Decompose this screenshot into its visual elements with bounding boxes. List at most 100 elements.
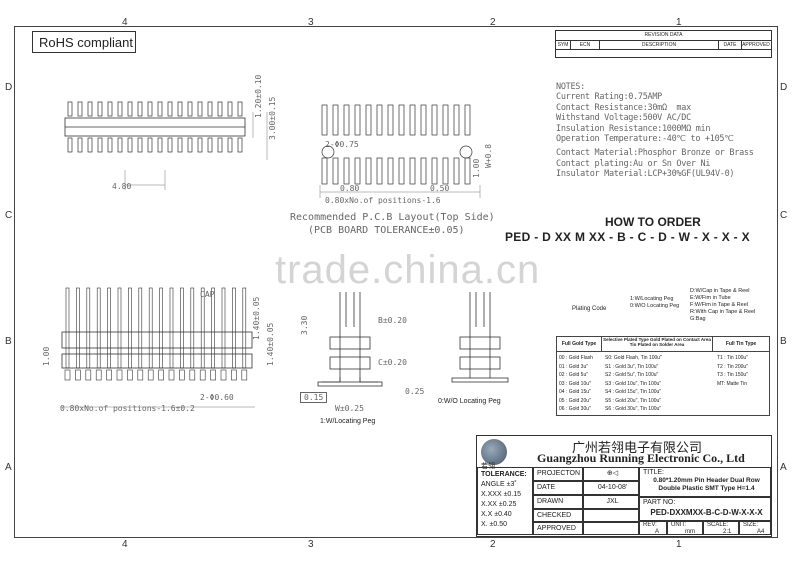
scale-value: 2:1 — [723, 529, 732, 535]
dim-0-25: 0.25 — [405, 387, 425, 396]
pcb-pad — [420, 104, 427, 136]
front-pin — [107, 287, 111, 369]
front-pin-foot — [95, 369, 102, 381]
top-pin — [207, 137, 213, 153]
selective-item: S0: Gold Flash, Tin 100u" — [605, 355, 662, 361]
drawn-value: JXL — [583, 495, 639, 509]
front-pin — [200, 287, 205, 369]
approved-label: APPROVED — [533, 522, 583, 535]
zone-right-b: B — [780, 336, 787, 347]
front-pin-foot — [85, 369, 92, 381]
front-view-drawing — [60, 287, 255, 408]
note-line: Operation Temperature:-40℃ to +105℃ — [556, 134, 734, 145]
scale-label: SCALE: — [707, 522, 729, 528]
top-pin — [167, 137, 173, 153]
dim-positions-1-6-tol: 0.80xNo.of positions-1.6±0.2 — [60, 404, 195, 413]
front-pin — [232, 287, 236, 369]
packing-option: F:W/Fim in Tape & Reel — [690, 302, 748, 308]
order-code: PED - D XX M XX - B - C - D - W - X - X … — [505, 230, 750, 244]
front-pin-foot — [127, 369, 133, 381]
front-pin — [138, 287, 143, 369]
plating-code-label: Plating Code — [572, 306, 607, 312]
front-pin-foot — [158, 369, 164, 381]
pcb-pad — [321, 157, 328, 185]
top-pin — [237, 101, 243, 117]
front-pin-foot — [220, 369, 227, 381]
part-label: PART NO: — [643, 499, 676, 506]
top-pin — [197, 101, 203, 117]
peg-option: 1:W/Locating Peg — [630, 296, 674, 302]
dim-3-00: 3.00±0.15 — [268, 96, 277, 140]
plating-table: Full Gold Type Selective Plated Type Gol… — [556, 336, 770, 416]
checked-label: CHECKED — [533, 509, 583, 522]
dim-0-50: 0.50 — [430, 184, 450, 193]
pcb-pad — [343, 104, 350, 136]
pcb-pad — [321, 104, 328, 136]
plating-head-tin: Full Tin Type — [713, 337, 769, 352]
top-pin — [87, 137, 93, 153]
front-pin-foot — [147, 369, 154, 381]
projection-label: PROJECTON — [533, 467, 583, 481]
zone-right-d: D — [780, 82, 788, 93]
front-pin-foot — [75, 369, 81, 381]
gold-item: 00 : Gold Flash — [559, 355, 593, 361]
top-pin — [97, 137, 103, 153]
dim-c: C±0.20 — [378, 358, 407, 367]
company-logo — [481, 439, 507, 465]
front-pin — [128, 287, 132, 369]
tol-x: X. ±0.50 — [481, 521, 508, 528]
selective-item: S4 : Gold 15u", Tin 100u" — [605, 389, 662, 395]
peg-caption-without: 0:W/O Locating Peg — [438, 398, 501, 405]
gold-list: 00 : Gold Flash 01 : Gold 3u" 02 : Gold … — [559, 354, 593, 414]
packing-option: R:With Cap in Tape & Reel — [690, 309, 756, 315]
top-pin — [197, 137, 203, 153]
gold-item: 06 : Gold 30u" — [559, 406, 591, 412]
dim-0-80: 0.80 — [340, 184, 360, 193]
tolerance-block: TOLERANCE: ANGLE ±3˚ X.XXX ±0.15 X.XX ±0… — [477, 467, 533, 535]
pcb-pad — [431, 104, 438, 136]
pcb-layout-caption: Recommended P.C.B Layout(Top Side) — [290, 212, 495, 223]
pcb-pad — [332, 104, 339, 136]
peg-caption-with: 1:W/Locating Peg — [320, 418, 376, 425]
dim-w: W±0.25 — [335, 404, 364, 413]
top-pin — [227, 137, 233, 153]
pcb-pad — [365, 104, 372, 136]
top-pin — [87, 101, 93, 117]
zone-top-2: 2 — [490, 17, 496, 28]
rev-col-ecn: ECN — [571, 41, 600, 49]
top-pin — [77, 137, 83, 153]
part-number: PED-DXXMXX-B-C-D-W-X-X-X — [650, 508, 763, 517]
rev-label: REV: — [643, 522, 657, 528]
front-pin — [169, 287, 174, 369]
tin-item: T1 : Tin 100u" — [717, 355, 748, 361]
top-pin — [187, 137, 193, 153]
pcb-pad — [376, 104, 383, 136]
flatness-box: 0.15 — [300, 392, 328, 403]
top-pin — [157, 101, 163, 117]
top-pin — [167, 101, 173, 117]
pcb-pad — [332, 157, 339, 185]
zone-left-c: C — [5, 210, 13, 221]
top-pin — [147, 101, 153, 117]
rev-col-sym: SYM — [556, 41, 571, 49]
top-pin — [127, 101, 133, 117]
pcb-pad — [376, 157, 383, 185]
size-label: SIZE: — [743, 522, 759, 528]
top-pin — [137, 137, 143, 153]
top-pin — [97, 101, 103, 117]
peg-options: 1:W/Locating Peg 0:W/O Locating Peg — [630, 296, 679, 310]
front-pin — [211, 287, 215, 369]
size-cell: SIZE:A4 — [739, 521, 771, 535]
packing-option: E:W/Fim in Tube — [690, 295, 731, 301]
top-pin — [177, 137, 183, 153]
front-pin-foot — [241, 369, 248, 381]
unit-value: mm — [685, 529, 695, 535]
tolerance-label: TOLERANCE: — [481, 471, 527, 478]
selective-item: S5 : Gold 20u", Tin 100u" — [605, 397, 662, 404]
front-pin — [159, 287, 163, 369]
top-pin — [147, 137, 153, 153]
projection-symbol: ⊕◁ — [583, 467, 639, 481]
gold-item: 03 : Gold 10u" — [559, 380, 591, 387]
note-line: Contact plating:Au or Sn Over Ni — [556, 158, 711, 169]
top-pin — [237, 137, 243, 153]
